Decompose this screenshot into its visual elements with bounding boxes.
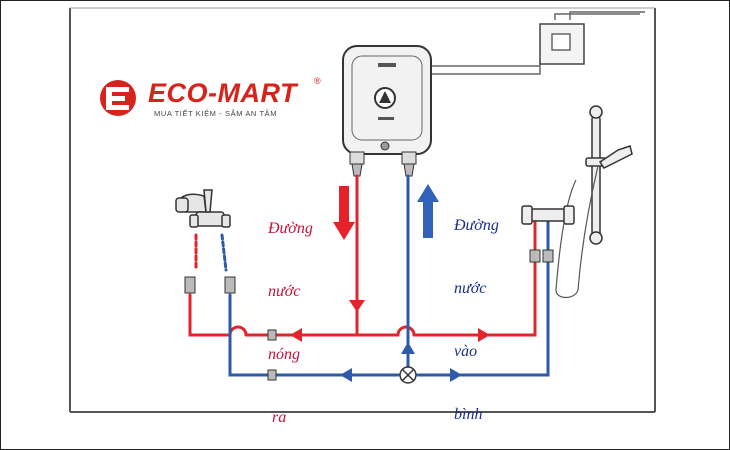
water-heater-icon — [342, 45, 432, 177]
circuit-breaker-icon — [539, 23, 585, 65]
pipe-fittings — [184, 249, 554, 381]
room-walls — [69, 7, 656, 413]
hot-direction-arrow — [333, 186, 355, 240]
cold-water-in-label: Đường nước vào bình — [454, 217, 499, 423]
cold-direction-arrow — [417, 184, 439, 238]
faucet-icon — [175, 189, 231, 228]
brand-logo: ECO-MART ® MUA TIẾT KIỆM - SẮM AN TÂM — [96, 76, 328, 122]
electric-line — [425, 11, 645, 75]
registered-mark: ® — [314, 76, 321, 86]
brand-name: ECO-MART — [148, 78, 297, 108]
cold-flow-arrows — [340, 342, 462, 382]
hot-water-out-label: Đường nước nóng ra — [268, 220, 313, 426]
hot-flow-arrows — [290, 300, 490, 342]
shower-icon — [521, 105, 633, 299]
brand-tagline: MUA TIẾT KIỆM - SẮM AN TÂM — [154, 109, 278, 118]
valve-icon — [399, 366, 417, 384]
brand-badge-icon — [100, 80, 136, 116]
